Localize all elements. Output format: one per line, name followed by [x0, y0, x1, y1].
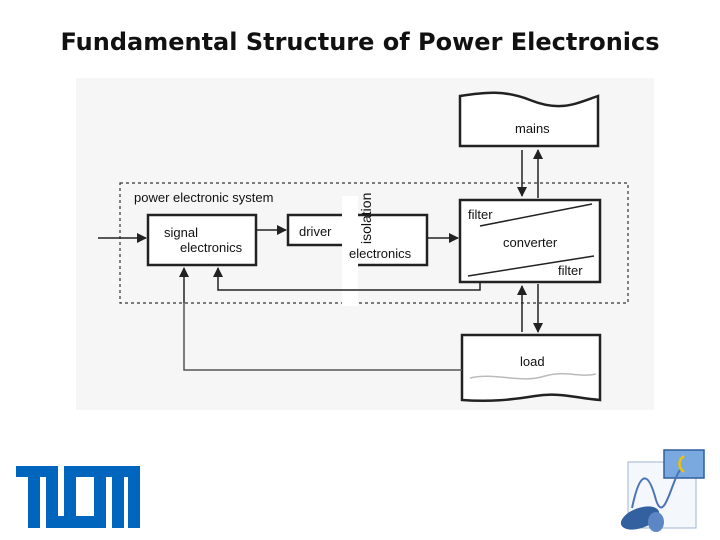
load-wave	[469, 372, 597, 380]
signal-electronics-label-2: electronics	[180, 240, 243, 255]
filter-divider-1	[479, 203, 593, 227]
converter-label: converter	[503, 235, 558, 250]
isolation-label: isolation	[358, 192, 374, 244]
converter-block	[458, 198, 602, 284]
driver-label: driver	[299, 224, 332, 239]
tum-logo	[16, 466, 140, 528]
signal-electronics-label-1: signal	[164, 225, 198, 240]
power-electronics-block	[353, 213, 429, 267]
load-block	[460, 333, 602, 403]
mains-label: mains	[515, 121, 550, 136]
isolation-gap	[342, 196, 358, 306]
institute-logo	[620, 449, 705, 532]
mains-block	[458, 91, 600, 148]
filter-input-label: filter	[468, 207, 493, 222]
filter-divider-2	[467, 255, 595, 277]
slide-title: Fundamental Structure of Power Electroni…	[60, 28, 660, 56]
load-label: load	[520, 354, 545, 369]
signal-electronics-block	[146, 213, 258, 267]
power-electronics-label: electronics	[349, 246, 412, 261]
system-boundary	[119, 182, 629, 304]
feedback-converter-path	[213, 267, 481, 291]
filter-output-label: filter	[558, 263, 583, 278]
system-label: power electronic system	[134, 190, 274, 205]
feedback-load-path	[183, 303, 462, 371]
